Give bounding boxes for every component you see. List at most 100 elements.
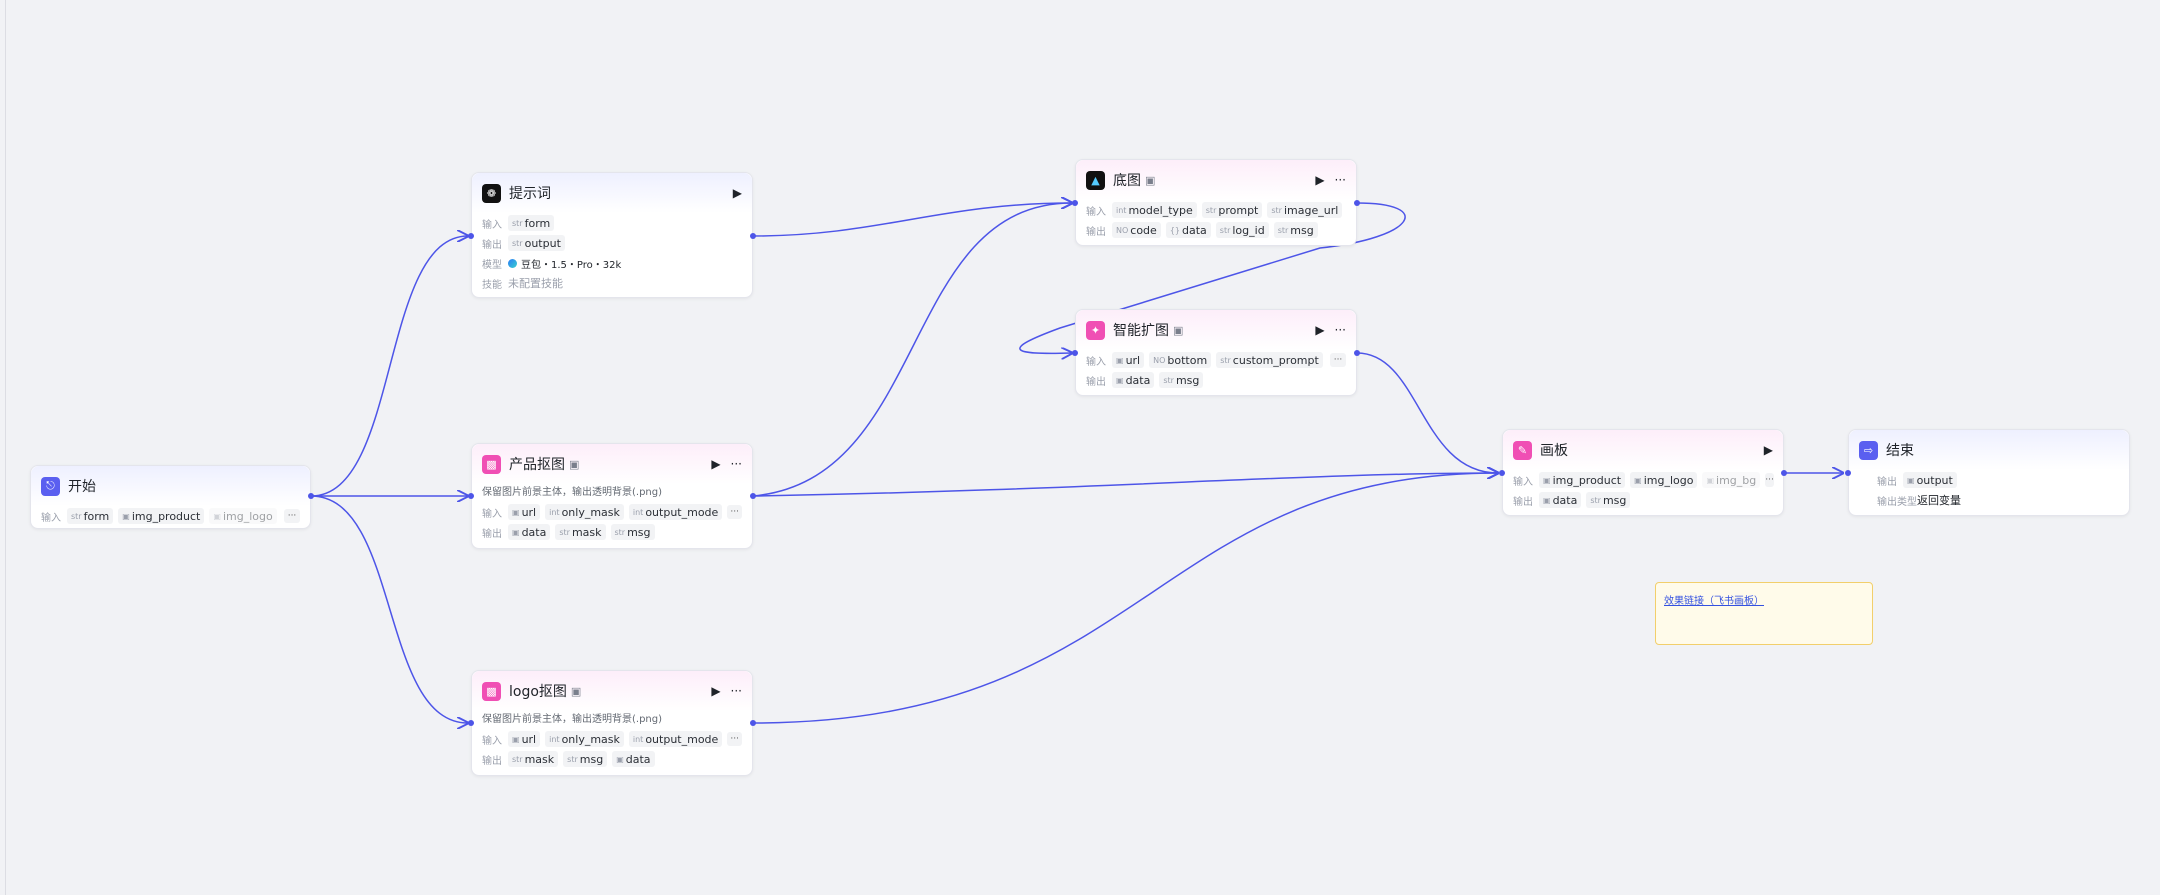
plugin-badge-icon: ▣ xyxy=(1145,173,1156,187)
prompt-node-header: ❁ 提示词 ▶ xyxy=(472,173,752,213)
image-type-icon: ▣ xyxy=(616,754,624,764)
edge-start-prompt xyxy=(310,236,468,497)
logo-cutout-title: logo抠图 xyxy=(509,684,567,700)
more-params-button[interactable]: ··· xyxy=(1765,473,1774,487)
sticky-note[interactable]: 效果链接（飞书画板） xyxy=(1655,582,1873,645)
base-out-port[interactable] xyxy=(1354,200,1360,206)
run-icon[interactable]: ▶ xyxy=(732,186,742,200)
logo-in-port[interactable] xyxy=(468,720,474,726)
logo-cutout-header: ▩ logo抠图 ▣ ▶ ··· xyxy=(472,671,752,711)
product-in-port[interactable] xyxy=(468,493,474,499)
llm-icon: ❁ xyxy=(482,183,501,203)
product-out-port[interactable] xyxy=(750,493,756,499)
output-label: 输出 xyxy=(1877,476,1897,488)
image-type-icon: ▣ xyxy=(512,527,520,537)
param-chip: ▣data xyxy=(612,751,655,767)
param-chip: ▣img_logo xyxy=(1630,472,1698,488)
expand-in-port[interactable] xyxy=(1072,350,1078,356)
image-type-icon: ▣ xyxy=(122,511,130,521)
node-menu-icon[interactable]: ··· xyxy=(730,684,742,698)
canvas-in-port[interactable] xyxy=(1499,470,1505,476)
prompt-node-title: 提示词 xyxy=(509,186,551,202)
image-type-icon: ▣ xyxy=(1116,355,1124,365)
end-output-row: 输出 ▣output xyxy=(1849,470,2129,490)
node-menu-icon[interactable]: ··· xyxy=(1334,173,1346,187)
end-in-port[interactable] xyxy=(1845,470,1851,476)
input-label: 输入 xyxy=(482,219,502,231)
image-type-icon: ▣ xyxy=(1116,375,1124,385)
edge-prompt-base xyxy=(752,203,1072,237)
plugin-badge-icon: ▣ xyxy=(1173,323,1184,337)
output-type-value: 返回变量 xyxy=(1917,494,1961,507)
run-icon[interactable]: ▶ xyxy=(1763,443,1773,457)
run-icon[interactable]: ▶ xyxy=(711,684,721,698)
param-chip: ▣img_product xyxy=(1539,472,1626,488)
expand-plugin-icon: ✦ xyxy=(1086,320,1105,340)
image-type-icon: ▣ xyxy=(213,511,221,521)
image-type-icon: ▣ xyxy=(512,734,520,744)
run-icon[interactable]: ▶ xyxy=(1315,173,1325,187)
start-out-port[interactable] xyxy=(308,493,314,499)
param-chip: ▣data xyxy=(1112,372,1155,388)
output-label: 输出 xyxy=(1086,226,1106,238)
logo-cutout-node[interactable]: ▩ logo抠图 ▣ ▶ ··· 保留图片前景主体，输出透明背景(.png) 输… xyxy=(471,670,753,776)
prompt-skill-row: 技能 未配置技能 xyxy=(472,273,752,293)
canvas-plugin-icon: ✎ xyxy=(1513,440,1532,460)
base-in-port[interactable] xyxy=(1072,200,1078,206)
edge-start-logo xyxy=(310,495,468,723)
more-params-button[interactable]: ··· xyxy=(1330,353,1346,367)
product-cutout-node[interactable]: ▩ 产品抠图 ▣ ▶ ··· 保留图片前景主体，输出透明背景(.png) 输入 … xyxy=(471,443,753,549)
canvas-node-title: 画板 xyxy=(1540,443,1568,459)
more-params-button[interactable]: ··· xyxy=(727,505,742,519)
effect-link[interactable]: 效果链接（飞书画板） xyxy=(1664,596,1764,607)
run-icon[interactable]: ▶ xyxy=(711,457,721,471)
base-image-title: 底图 xyxy=(1113,173,1141,189)
run-icon[interactable]: ▶ xyxy=(1315,323,1325,337)
doubao-model-icon xyxy=(508,258,517,268)
cutout-plugin-icon: ▩ xyxy=(482,454,501,474)
end-node[interactable]: ⇨ 结束 输出 ▣output 输出类型 返回变量 xyxy=(1848,429,2130,516)
input-label: 输入 xyxy=(482,508,502,520)
node-menu-icon[interactable]: ··· xyxy=(1334,323,1346,337)
node-description: 保留图片前景主体，输出透明背景(.png) xyxy=(482,714,663,725)
node-menu-icon[interactable]: ··· xyxy=(730,457,742,471)
expand-out-port[interactable] xyxy=(1354,350,1360,356)
more-params-button[interactable]: ··· xyxy=(284,509,300,523)
plugin-badge-icon: ▣ xyxy=(569,457,580,471)
canvas-node[interactable]: ✎ 画板 ▶ 输入 ▣img_product ▣img_logo ▣img_bg… xyxy=(1502,429,1784,516)
param-chip: ▣output xyxy=(1903,472,1957,488)
skill-value: 未配置技能 xyxy=(508,277,563,290)
logo-out-port[interactable] xyxy=(750,720,756,726)
prompt-out-port[interactable] xyxy=(750,233,756,239)
more-params-button[interactable]: ··· xyxy=(727,732,742,746)
image-type-icon: ▣ xyxy=(1706,475,1715,485)
end-node-title: 结束 xyxy=(1886,443,1914,459)
param-chip: ▣data xyxy=(508,524,551,540)
param-chip: ▣url xyxy=(508,731,541,747)
prompt-in-port[interactable] xyxy=(468,233,474,239)
canvas-out-port[interactable] xyxy=(1781,470,1787,476)
